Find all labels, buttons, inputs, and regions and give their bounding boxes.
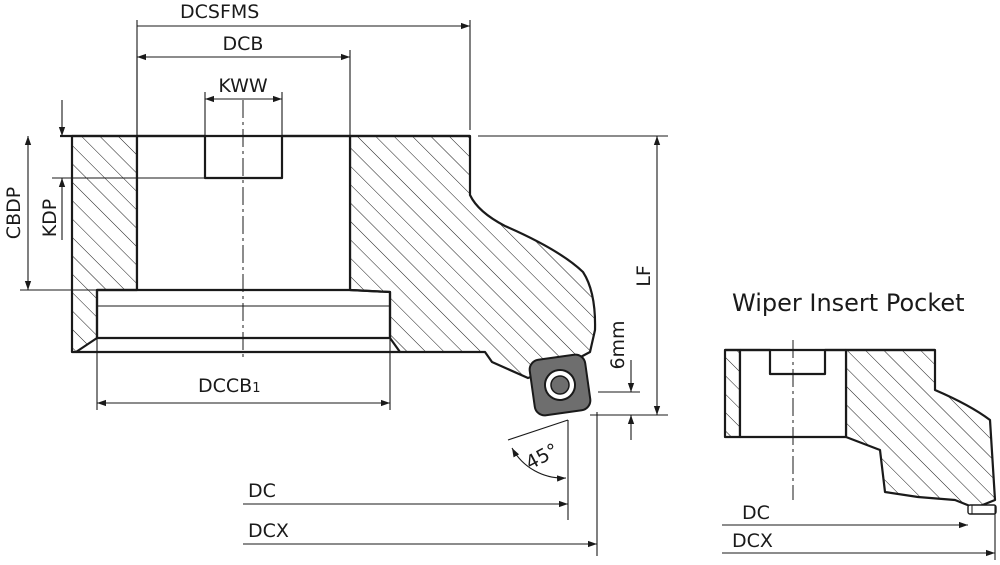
right-body-section bbox=[348, 134, 597, 380]
lf-label: LF bbox=[633, 265, 655, 287]
six-mm-label: 6mm bbox=[607, 320, 629, 369]
angle-leg-diagonal bbox=[507, 419, 569, 441]
kdp-label: KDP bbox=[39, 199, 61, 238]
main-section-view: DCSFMS DCB KWW CBDP KDP LF 6mm bbox=[3, 1, 668, 556]
wiper-dcx-label: DCX bbox=[732, 530, 773, 552]
dccb-label: DCCB1 bbox=[198, 375, 260, 397]
wiper-insert bbox=[967, 504, 997, 515]
kww-label: KWW bbox=[218, 75, 268, 97]
dcb-label: DCB bbox=[223, 33, 264, 55]
square-insert bbox=[528, 353, 592, 417]
angle-label: 45° bbox=[522, 439, 562, 474]
wiper-left-wall bbox=[723, 348, 742, 439]
left-body-section bbox=[70, 134, 139, 354]
wiper-insert-pocket-view: Wiper Insert Pocket DC DCX bbox=[722, 289, 997, 560]
angle-arc bbox=[511, 447, 567, 482]
wiper-right-body bbox=[844, 348, 997, 510]
wiper-dc-label: DC bbox=[742, 502, 770, 524]
wiper-title: Wiper Insert Pocket bbox=[732, 289, 965, 317]
dc-label: DC bbox=[248, 480, 276, 502]
dcx-label: DCX bbox=[248, 520, 289, 542]
cbdp-label: CBDP bbox=[3, 187, 25, 239]
dcsfms-label: DCSFMS bbox=[180, 1, 259, 23]
